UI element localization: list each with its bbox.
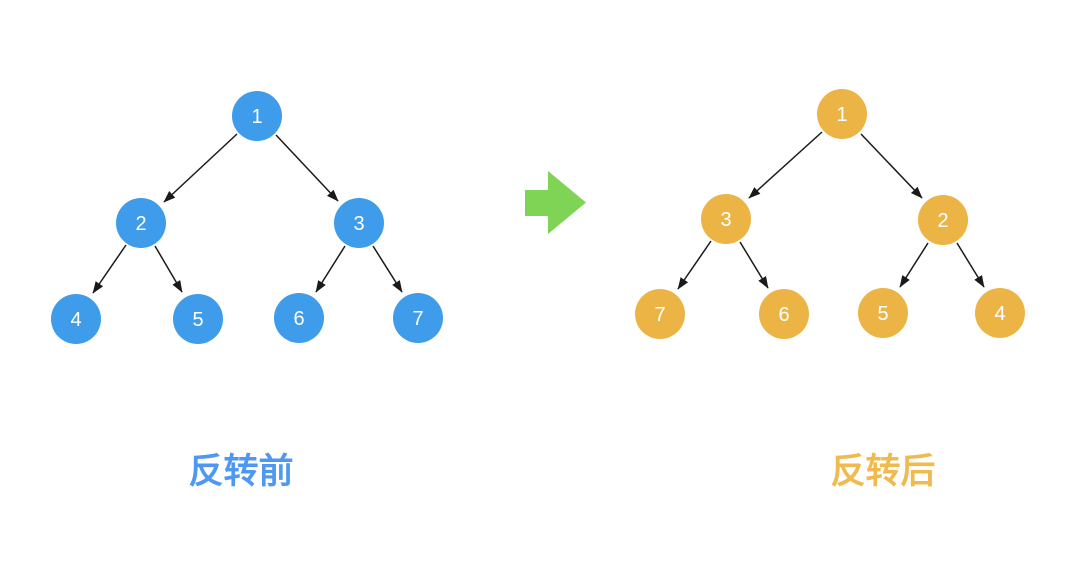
after-node-circle [701,194,751,244]
before-node-value: 1 [251,106,262,128]
tree-node: 5 [858,288,908,338]
edge-3-7 [372,245,403,293]
after-node-circle [759,289,809,339]
tree-node: 2 [116,198,166,248]
before-node-circle [393,293,443,343]
before-node-circle [51,294,101,344]
tree-node: 5 [173,294,223,344]
edge-1-3 [275,134,339,202]
after-node-circle [858,288,908,338]
before-tree-edges [92,133,403,294]
tree-node: 3 [334,198,384,248]
after-tree: 1 3 2 7 6 5 4 反转后 [635,89,1025,491]
tree-node: 1 [232,91,282,141]
before-node-value: 2 [135,213,146,235]
before-node-value: 5 [192,309,203,331]
before-node-circle [274,293,324,343]
tree-node: 7 [635,289,685,339]
before-tree: 1 2 3 4 5 6 7 反转前 [51,91,443,491]
before-node-value: 4 [70,309,81,331]
edge-3-6 [315,245,346,293]
edge-2-5 [899,242,929,288]
after-tree-caption: 反转后 [830,452,935,491]
before-node-value: 6 [293,308,304,330]
after-node-value: 7 [654,304,665,326]
before-node-value: 3 [353,213,364,235]
after-node-circle [918,195,968,245]
edge-2-4 [956,242,985,288]
tree-node: 6 [274,293,324,343]
edge-1-2 [163,133,238,203]
after-node-value: 3 [720,209,731,231]
edge-2-5 [154,245,183,293]
after-node-circle [817,89,867,139]
after-tree-edges [677,131,985,290]
right-arrow-icon [525,171,586,234]
after-node-value: 2 [937,210,948,232]
before-node-circle [334,198,384,248]
after-node-value: 6 [778,304,789,326]
tree-node: 3 [701,194,751,244]
after-node-value: 4 [994,303,1005,325]
before-node-circle [232,91,282,141]
before-node-value: 7 [412,308,423,330]
before-node-circle [173,294,223,344]
after-node-value: 1 [836,104,847,126]
tree-node: 4 [51,294,101,344]
edge-3-7 [677,240,712,290]
edge-1-2 [860,133,923,199]
before-node-circle [116,198,166,248]
tree-node: 1 [817,89,867,139]
edge-2-4 [92,244,127,294]
after-node-circle [975,288,1025,338]
edge-1-3 [748,131,823,199]
tree-node: 6 [759,289,809,339]
after-node-value: 5 [877,303,888,325]
tree-node: 7 [393,293,443,343]
tree-node: 2 [918,195,968,245]
tree-node: 4 [975,288,1025,338]
before-tree-caption: 反转前 [188,452,293,491]
edge-3-6 [739,241,769,289]
after-node-circle [635,289,685,339]
